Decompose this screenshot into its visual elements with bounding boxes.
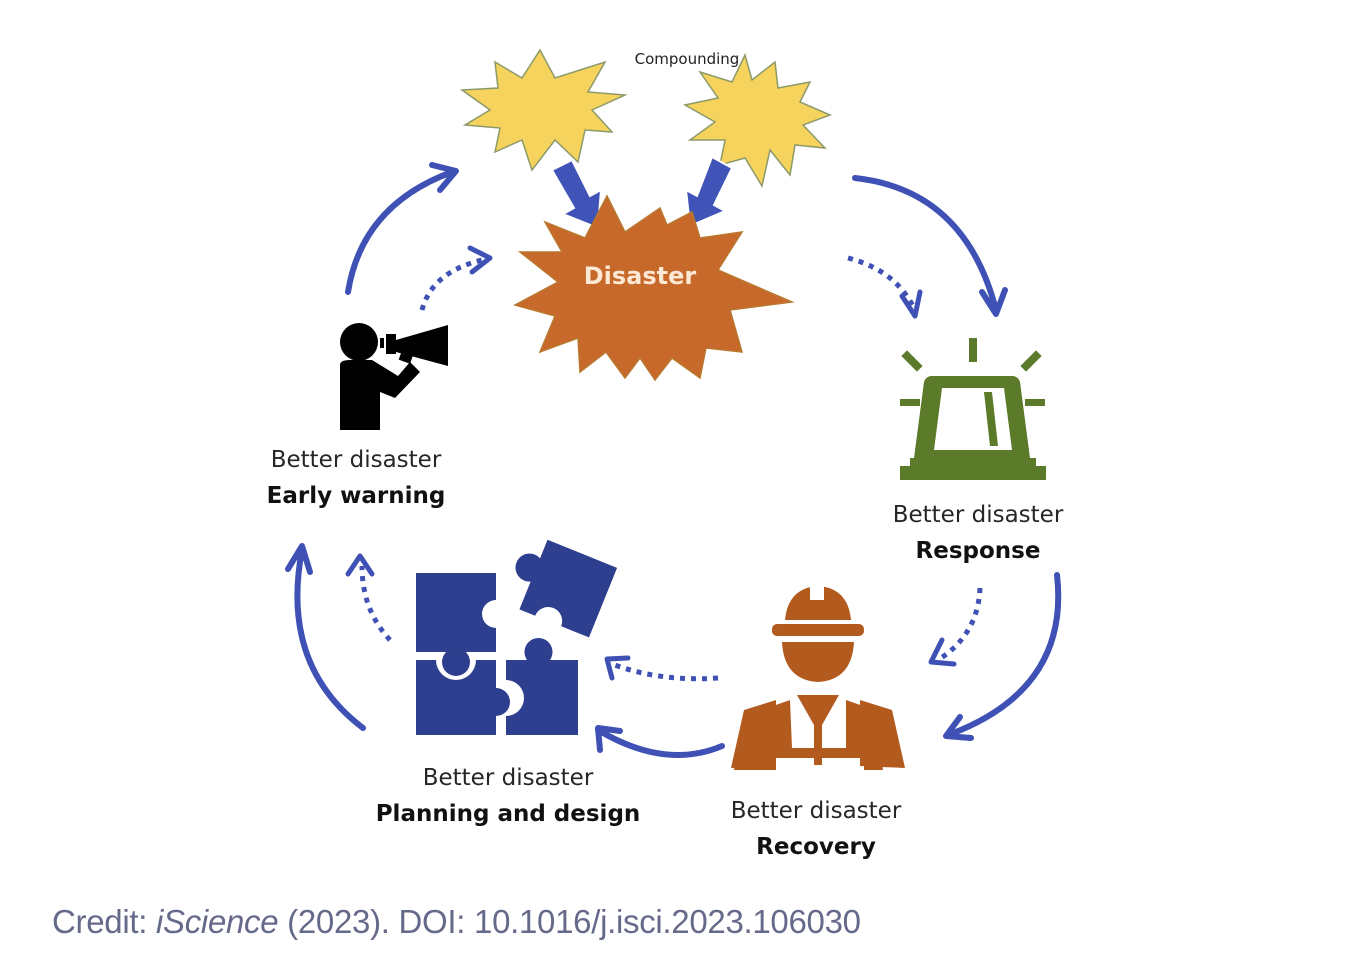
arrow-planning-to-early bbox=[294, 547, 366, 731]
arrow-recovery-to-planning bbox=[595, 727, 725, 758]
stage-label-line2: Early warning bbox=[266, 483, 446, 509]
stage-label-line2: Response bbox=[915, 538, 1041, 564]
stage-label-line1: Better disaster bbox=[422, 765, 594, 791]
hazard-starburst-left bbox=[459, 48, 628, 172]
credit-suffix: (2023). DOI: 10.1016/j.isci.2023.106030 bbox=[278, 903, 861, 940]
siren-light-icon bbox=[900, 338, 1046, 480]
arrow-early-to-hazard bbox=[345, 169, 455, 295]
arrowhead-hazard-to-response bbox=[979, 287, 1008, 317]
arrowhead-recovery-to-planning bbox=[595, 725, 623, 753]
image-credit: Credit: iScience (2023). DOI: 10.1016/j.… bbox=[52, 903, 861, 941]
credit-prefix: Credit: bbox=[52, 903, 156, 940]
dotted-arrowhead-planning-to-early bbox=[345, 553, 375, 577]
dotted-arrowhead-response-to-recovery bbox=[928, 637, 957, 667]
dotted-arrowhead-disaster-to-response bbox=[899, 289, 923, 319]
dotted-arrow-planning-to-early bbox=[359, 565, 392, 642]
credit-journal: iScience bbox=[155, 903, 279, 940]
dotted-arrow-response-to-recovery bbox=[936, 587, 983, 663]
cycle-arrows-solid bbox=[285, 162, 1062, 758]
dotted-arrow-disaster-to-response bbox=[847, 255, 917, 310]
stage-label-response: Better disaster Response bbox=[868, 497, 1088, 569]
disaster-label: Disaster bbox=[583, 262, 697, 290]
hazard-arrow-left bbox=[550, 158, 603, 230]
stage-label-planning: Better disaster Planning and design bbox=[368, 760, 648, 832]
stage-label-early-warning: Better disaster Early warning bbox=[246, 442, 466, 514]
dotted-arrowhead-early-to-disaster bbox=[467, 245, 493, 275]
megaphone-person-icon bbox=[340, 323, 448, 430]
dotted-arrow-recovery-to-planning bbox=[611, 661, 719, 682]
dotted-arrow-early-to-disaster bbox=[419, 257, 483, 311]
puzzle-pieces-icon bbox=[416, 539, 618, 735]
compounding-label: Compounding bbox=[634, 50, 740, 68]
arrowhead-early-to-hazard bbox=[429, 162, 459, 193]
stage-label-line1: Better disaster bbox=[892, 502, 1064, 528]
arrowhead-planning-to-early bbox=[285, 543, 313, 575]
stage-label-recovery: Better disaster Recovery bbox=[706, 793, 926, 865]
cycle-arrows-dotted bbox=[345, 245, 983, 682]
arrow-response-to-recovery bbox=[945, 572, 1062, 738]
arrow-hazard-to-response bbox=[852, 175, 999, 313]
disaster-cycle-diagram bbox=[285, 48, 1062, 770]
stage-label-line1: Better disaster bbox=[730, 798, 902, 824]
stage-label-line1: Better disaster bbox=[270, 447, 442, 473]
stage-label-line2: Planning and design bbox=[375, 801, 641, 827]
hazard-arrow-right bbox=[684, 155, 734, 228]
stage-label-line2: Recovery bbox=[756, 834, 876, 860]
hazard-starburst-right bbox=[682, 52, 833, 188]
arrowhead-response-to-recovery bbox=[943, 714, 974, 741]
dotted-arrowhead-recovery-to-planning bbox=[604, 655, 631, 681]
disaster-starburst bbox=[512, 194, 795, 382]
construction-worker-icon bbox=[731, 586, 905, 770]
